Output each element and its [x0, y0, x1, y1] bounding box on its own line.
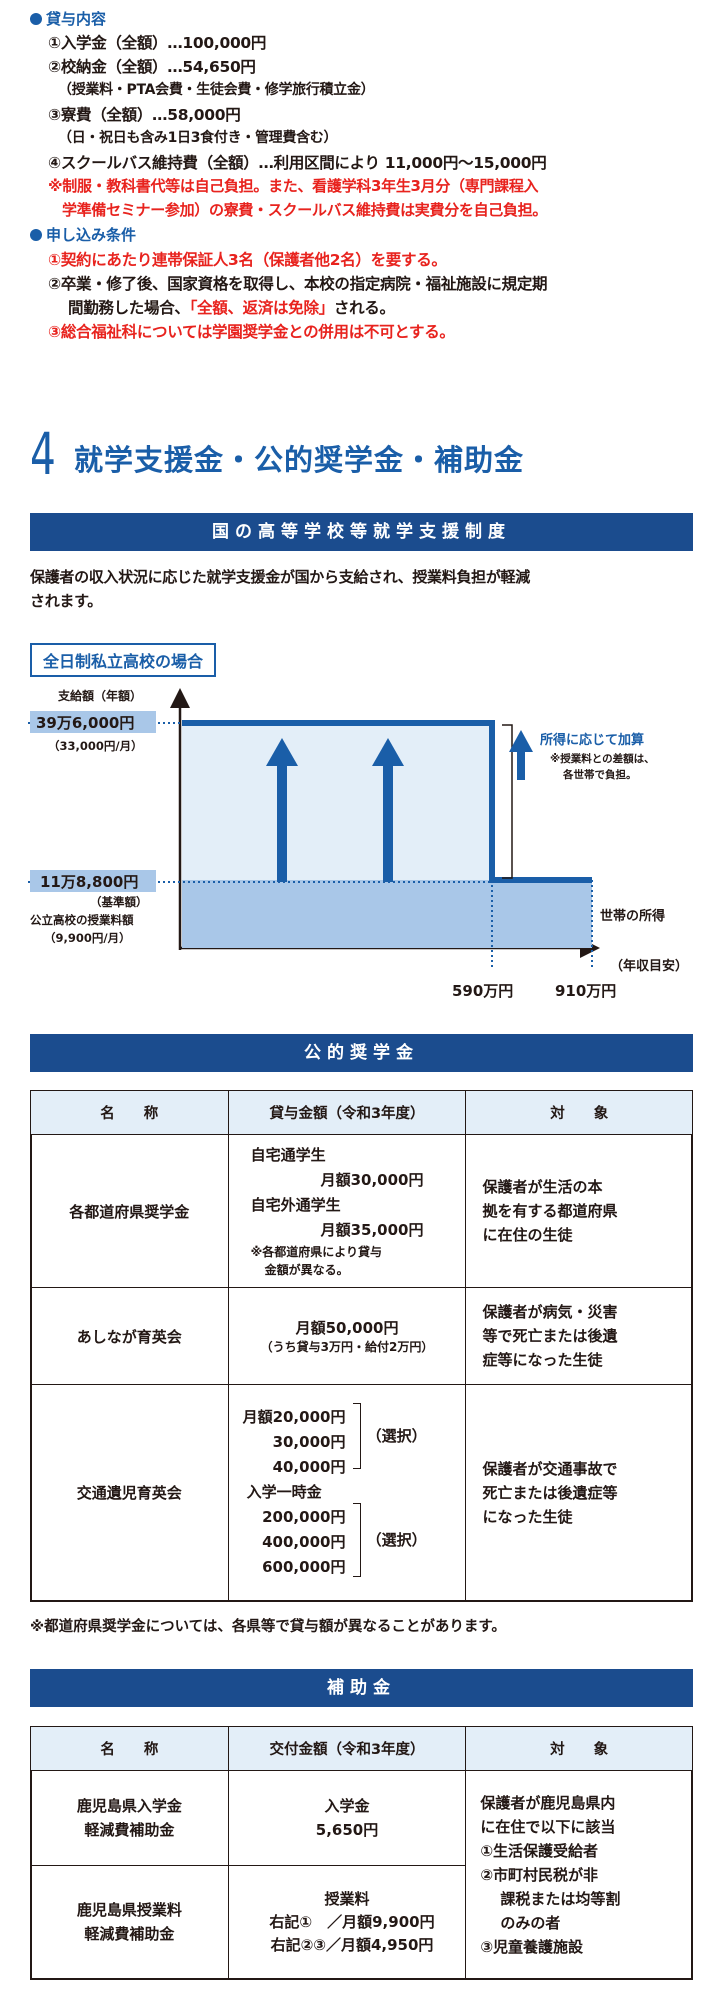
col-header: 対 象 [465, 1090, 693, 1135]
select-label: （選択） [366, 1531, 427, 1549]
table-header-row: 名 称 貸与金額（令和3年度） 対 象 [30, 1090, 693, 1135]
row-name: 鹿児島県授業料軽減費補助金 [30, 1865, 229, 1979]
support-bar: 国の高等学校等就学支援制度 [30, 513, 693, 551]
x-tick-label: 910万円 [555, 982, 616, 1000]
condition-2: ②卒業・修了後、国家資格を取得し、本校の指定病院・福祉施設に規定期 [48, 275, 548, 293]
public-bar: 公的奨学金 [30, 1034, 693, 1072]
row-amount: 月額20,000円 30,000円 40,000円 入学一時金 200,000円… [227, 1384, 467, 1601]
row-target: 保護者が病気・災害等で死亡または後遺症等になった生徒 [465, 1287, 693, 1385]
loan-item-detail: （授業料・PTA会費・生徒会費・修学旅行積立金） [58, 82, 375, 98]
subsidy-bar: 補助金 [30, 1669, 693, 1707]
row-name: 各都道府県奨学金 [30, 1134, 229, 1288]
table-row: 各都道府県奨学金 自宅通学生 月額30,000円 自宅外通学生 月額35,000… [30, 1134, 693, 1288]
support-chart: 支給額（年額） 39万6,000円 （33,000円/月） 11万8,800円 … [28, 688, 688, 1000]
row-target: 保護者が交通事故で死亡または後遺症等になった生徒 [465, 1384, 693, 1601]
col-header: 名 称 [30, 1726, 229, 1771]
support-desc: されます。 [30, 592, 103, 610]
condition-3: ③総合福祉科については学園奨学金との併用は不可とする。 [48, 323, 455, 341]
select-bracket [352, 1503, 361, 1577]
x-axis-label-sub: （年収目安） [610, 958, 688, 974]
row-amount: 月額50,000円 （うち貸与3万円・給付2万円） [227, 1287, 467, 1385]
annot-note: 各世帯で負担。 [562, 768, 637, 781]
col-header: 交付金額（令和3年度） [227, 1726, 467, 1771]
section-heading: 就学支援金・公的奨学金・補助金 [74, 443, 525, 477]
loan-item: ④スクールバス維持費（全額）…利用区間により 11,000円～15,000円 [48, 154, 547, 172]
row-name: 交通遺児育英会 [30, 1384, 229, 1601]
section-title: 4 就学支援金・公的奨学金・補助金 [30, 423, 524, 483]
y-high-box [30, 711, 156, 733]
condition-2-cont: 間勤務した場合、「全額、返済は免除」される。 [68, 299, 395, 317]
conditions-header: 申し込み条件 [30, 224, 136, 245]
select-bracket [352, 1403, 361, 1469]
annot-arrow [509, 730, 533, 780]
annot-title: 所得に応じて加算 [540, 732, 644, 748]
up-arrow-1 [266, 738, 298, 882]
bullet-icon [30, 13, 42, 25]
loan-item: ③寮費（全額）…58,000円 [48, 106, 241, 124]
table-header-row: 名 称 交付金額（令和3年度） 対 象 [30, 1726, 693, 1771]
table-row: あしなが育英会 月額50,000円 （うち貸与3万円・給付2万円） 保護者が病気… [30, 1287, 693, 1385]
y-low-note: （9,900円/月） [44, 931, 131, 945]
loan-item-detail: （日・祝日も含み1日3食付き・管理費含む） [58, 130, 338, 146]
section-number: 4 [30, 420, 56, 488]
y-low-box [30, 870, 156, 892]
support-desc: 保護者の収入状況に応じた就学支援金が国から支給され、授業料負担が軽減 [30, 568, 530, 586]
loan-note: 学準備セミナー参加）の寮費・スクールバス維持費は実費分を自己負担。 [62, 201, 548, 219]
table-row: 交通遺児育英会 月額20,000円 30,000円 40,000円 入学一時金 … [30, 1384, 693, 1601]
condition-1: ①契約にあたり連帯保証人3名（保護者他2名）を要する。 [48, 251, 447, 269]
loan-item: ①入学金（全額）…100,000円 [48, 34, 267, 52]
row-target: 保護者が生活の本拠を有する都道府県に在住の生徒 [465, 1134, 693, 1288]
y-high-sublabel: （33,000円/月） [48, 739, 143, 753]
x-tick-label: 590万円 [452, 982, 513, 1000]
bullet-icon [30, 229, 42, 241]
y-low-note: 公立高校の授業料額 [30, 913, 134, 927]
row-amount: 自宅通学生 月額30,000円 自宅外通学生 月額35,000円 ※各都道府県に… [227, 1134, 467, 1288]
chart-subtitle: 全日制私立高校の場合 [30, 643, 217, 677]
public-table: 名 称 貸与金額（令和3年度） 対 象 各都道府県奨学金 自宅通学生 月額30,… [30, 1090, 693, 1601]
row-name: 鹿児島県入学金軽減費補助金 [30, 1770, 229, 1866]
y-low-sublabel: （基準額） [90, 895, 148, 909]
up-arrow-2 [372, 738, 404, 882]
area-base [182, 880, 592, 948]
row-amount: 授業料右記① ／月額9,900円右記②③／月額4,950円 [227, 1865, 467, 1979]
loan-header: 貸与内容 [30, 8, 106, 29]
loan-note: ※制服・教科書代等は自己負担。また、看護学科3年生3月分（専門課程入 [48, 177, 539, 195]
annot-note: ※授業料との差額は、 [550, 752, 655, 765]
loan-item: ②校納金（全額）…54,650円 [48, 58, 256, 76]
col-header: 対 象 [465, 1726, 693, 1771]
y-high-label: 39万6,000円 [36, 714, 134, 732]
col-header: 貸与金額（令和3年度） [227, 1090, 467, 1135]
x-axis-label: 世帯の所得 [600, 908, 665, 924]
bracket [502, 724, 513, 879]
row-name: あしなが育英会 [30, 1287, 229, 1385]
y-axis-label: 支給額（年額） [57, 688, 142, 703]
table-row: 鹿児島県授業料軽減費補助金 授業料右記① ／月額9,900円右記②③／月額4,9… [30, 1865, 693, 1979]
row-target: 保護者が鹿児島県内 に在住で以下に該当 ①生活保護受給者 ②市町村民税が非 課税… [465, 1770, 693, 1979]
col-header: 名 称 [30, 1090, 229, 1135]
public-note: ※都道府県奨学金については、各県等で貸与額が異なることがあります。 [30, 1619, 506, 1635]
select-label: （選択） [366, 1427, 427, 1445]
y-low-label: 11万8,800円 [40, 873, 138, 891]
upper-outline [182, 720, 592, 883]
